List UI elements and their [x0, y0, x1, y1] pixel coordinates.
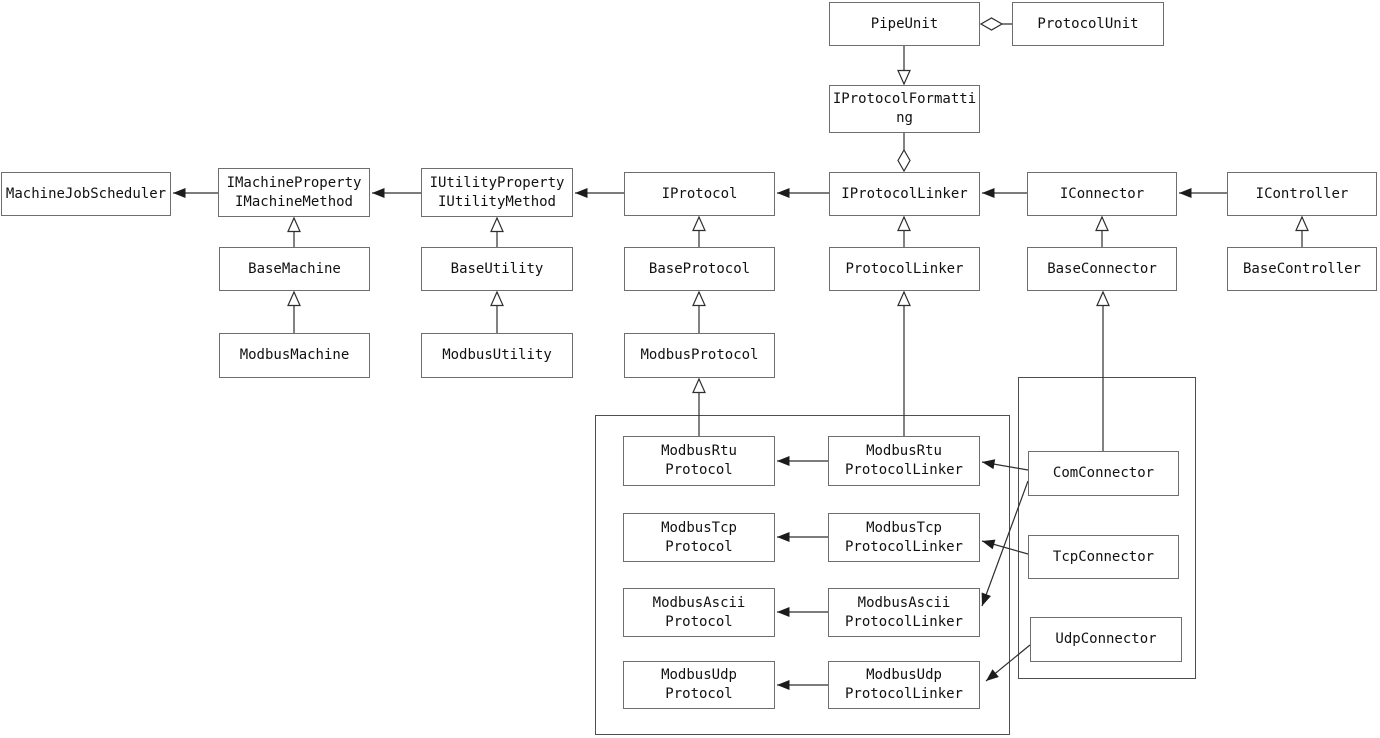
base-utility-box: BaseUtility [421, 247, 573, 291]
class-name-text: ProtocolLinker [845, 260, 964, 277]
class-name-text: TcpConnector [1052, 548, 1155, 565]
class-name-text: BaseController [1242, 260, 1361, 277]
class-name-text: PipeUnit [870, 15, 939, 32]
tcp-connector-box: TcpConnector [1028, 535, 1179, 579]
class-name-text: IProtocolFormatti [832, 91, 977, 107]
base-protocol-box: BaseProtocol [624, 247, 775, 291]
base-controller-box: BaseController [1227, 247, 1377, 291]
class-name-text: Protocol [665, 538, 733, 555]
class-name-text: ModbusAscii [652, 594, 746, 611]
class-name-text: ModbusRtu [866, 443, 942, 459]
class-name-text: ModbusTcp [661, 519, 737, 536]
class-name-text: BaseProtocol [648, 260, 751, 277]
protocol-linker-box: ProtocolLinker [829, 247, 980, 291]
class-name-text: IMachineMethod [234, 193, 353, 210]
iprotocol-linker-box: IProtocolLinker [829, 172, 980, 216]
pipe-unit-box: PipeUnit [829, 2, 980, 46]
iprotocol-box: IProtocol [624, 172, 775, 216]
class-name-text: ProtocolUnit [1037, 15, 1139, 32]
class-name-text: ModbusRtu [661, 443, 737, 459]
class-name-text: ModbusMachine [239, 347, 350, 363]
base-connector-box: BaseConnector [1027, 247, 1177, 291]
protocol-unit-box: ProtocolUnit [1012, 2, 1164, 46]
class-name-text: ModbusTcp [866, 519, 942, 536]
class-name-text: Protocol [665, 462, 733, 478]
class-name-text: ModbusUdp [866, 667, 942, 683]
class-name-text: MachineJobScheduler [5, 185, 167, 202]
class-name-text: IUtilityMethod [437, 193, 556, 210]
class-name-text: IProtocolLinker [841, 185, 968, 202]
iconnector-box: IConnector [1027, 172, 1177, 216]
class-name-text: IUtilityProperty [429, 174, 565, 191]
class-name-text: BaseMachine [248, 260, 341, 277]
icontroller-box: IController [1227, 172, 1377, 216]
class-name-text: UdpConnector [1055, 631, 1157, 647]
class-name-text: ModbusAscii [857, 594, 951, 611]
class-name-text: IProtocol [661, 185, 738, 202]
class-name-text: IConnector [1059, 185, 1145, 202]
class-name-text: ProtocolLinker [844, 462, 963, 478]
class-name-text: ModbusUtility [442, 347, 552, 363]
class-name-text: Protocol [665, 613, 733, 630]
class-name-text: ProtocolLinker [844, 686, 963, 702]
class-name-text: ProtocolLinker [844, 613, 963, 630]
base-machine-box: BaseMachine [219, 247, 370, 291]
class-name-text: ng [896, 110, 913, 126]
class-name-text: ComConnector [1052, 465, 1155, 481]
class-name-text: BaseConnector [1047, 260, 1157, 277]
class-name-text: IMachineProperty [226, 174, 362, 191]
udp-connector-box: UdpConnector [1030, 617, 1182, 662]
modbus-utility-box: ModbusUtility [421, 333, 573, 378]
modbus-protocol-box: ModbusProtocol [624, 333, 775, 378]
class-name-text: ModbusUdp [661, 667, 737, 683]
class-name-text: BaseUtility [450, 260, 544, 277]
com-connector-box: ComConnector [1028, 451, 1179, 496]
class-name-text: Protocol [665, 686, 733, 702]
modbus-machine-box: ModbusMachine [219, 333, 370, 378]
iprotocol-formatting-box: IProtocolFormatti ng [829, 85, 980, 133]
class-name-text: ProtocolLinker [844, 538, 963, 555]
class-name-text: IController [1255, 185, 1349, 202]
class-name-text: ModbusProtocol [640, 347, 759, 363]
machine-job-scheduler-box: MachineJobScheduler [1, 172, 171, 216]
